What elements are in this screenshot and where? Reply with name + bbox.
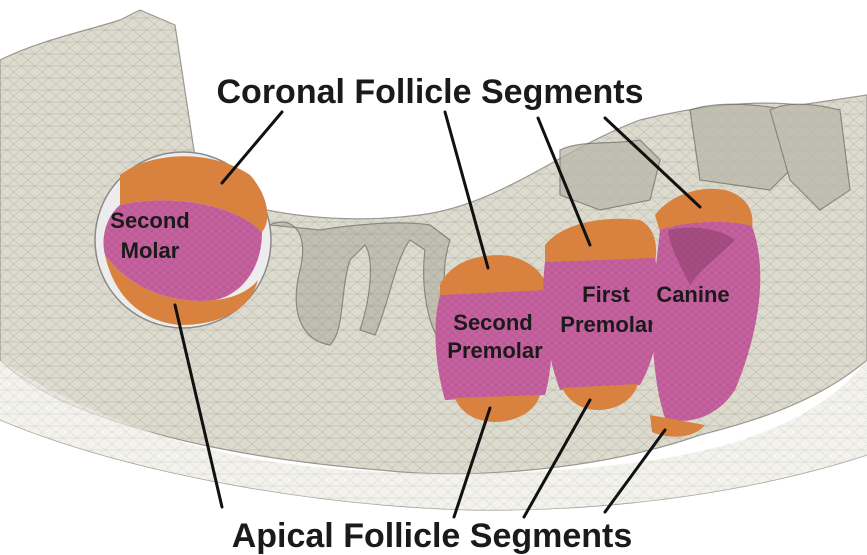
second-molar-label-line2: Molar	[121, 238, 180, 263]
first-premolar-label-line1: First	[582, 282, 630, 307]
second-molar-follicle: Second Molar	[95, 152, 271, 328]
coronal-follicle-segments-label: Coronal Follicle Segments	[217, 73, 644, 111]
second-premolar-follicle: Second Premolar	[435, 255, 552, 422]
leader-coronal-second-molar	[222, 112, 282, 183]
canine-label: Canine	[656, 282, 729, 307]
first-premolar-label-line2: Premolar	[560, 312, 656, 337]
second-premolar-label-line1: Second	[453, 310, 532, 335]
second-premolar-label-line2: Premolar	[447, 338, 543, 363]
second-molar-label-line1: Second	[110, 208, 189, 233]
apical-follicle-segments-label: Apical Follicle Segments	[232, 517, 633, 555]
